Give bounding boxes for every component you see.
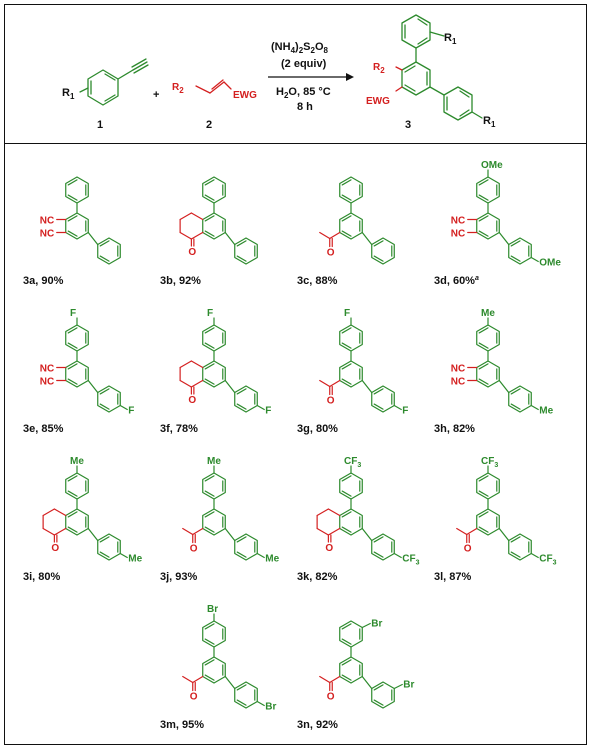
compound-label-3n: 3n, 92% <box>297 719 338 731</box>
acetyl-oxygen: O <box>464 544 472 555</box>
substituent-right-fluoro: F <box>402 406 408 417</box>
reactant-2-label: 2 <box>206 119 212 131</box>
reagent-line-1: (NH4)2S2O8 <box>271 41 329 55</box>
compound-label-3l: 3l, 87% <box>434 571 472 583</box>
substituent-right-trifluoromethyl: CF3 <box>539 554 556 567</box>
reactant-1-label: 1 <box>97 119 103 131</box>
compound-label-3f: 3f, 78% <box>160 423 198 435</box>
compound-label-3m: 3m, 95% <box>160 719 204 731</box>
ketone-oxygen: O <box>325 543 333 554</box>
reactant-1-structure: R1 <box>62 58 149 106</box>
cyano-group-upper: NC <box>40 364 54 375</box>
reactant-2-structure <box>195 79 232 94</box>
substituent-top-methyl: Me <box>70 456 84 467</box>
substituent-right-methyl: Me <box>128 554 142 565</box>
substituent-right-fluoro: F <box>128 406 134 417</box>
substituent-right-fluoro: F <box>265 406 271 417</box>
substituent-right-methoxy: OMe <box>539 258 561 269</box>
cyano-group-lower: NC <box>451 377 465 388</box>
compound-label-3b: 3b, 92% <box>160 275 201 287</box>
compound-label-3g: 3g, 80% <box>297 423 338 435</box>
conditions-line-2: 8 h <box>297 101 313 113</box>
product-r2-label: R2 <box>373 62 385 75</box>
substituent-top-fluoro: F <box>70 308 76 319</box>
product-r1-top-label: R1 <box>444 32 457 46</box>
cyano-group-upper: NC <box>451 216 465 227</box>
substituent-top-fluoro: F <box>207 308 213 319</box>
acetyl-oxygen: O <box>327 248 335 259</box>
compound-label-3a: 3a, 90% <box>23 275 64 287</box>
product-ewg-label: EWG <box>366 96 390 107</box>
substituent-right-bromo: Br <box>403 680 414 691</box>
compound-3c: O 3c, 88% <box>297 176 395 287</box>
substituent-right-methyl: Me <box>539 406 553 417</box>
product-r1-bottom-label: R1 <box>483 115 496 129</box>
substituent-right-methyl: Me <box>265 554 279 565</box>
reactant-1-r1-label: R1 <box>62 87 75 101</box>
substituent-right-bromo: Br <box>265 702 276 713</box>
ketone-oxygen: O <box>188 395 196 406</box>
figure-border <box>4 4 587 745</box>
compound-label-3d: 3d, 60%a <box>434 275 479 287</box>
compound-label-3j: 3j, 93% <box>160 571 198 583</box>
compound-3a: NC NC 3a, 90% <box>23 176 121 287</box>
plus-sign: + <box>153 89 159 101</box>
compound-3g: F F O 3g, 80% <box>297 308 408 435</box>
compound-label-3i: 3i, 80% <box>23 571 61 583</box>
acetyl-oxygen: O <box>327 396 335 407</box>
cyano-group-lower: NC <box>40 229 54 240</box>
product-label: 3 <box>405 119 411 131</box>
reactant-2-r2-label: R2 <box>172 82 184 95</box>
substituent-right-trifluoromethyl: CF3 <box>402 554 419 567</box>
compound-3f: F F O 3f, 78% <box>160 308 271 435</box>
cyano-group-lower: NC <box>451 229 465 240</box>
compound-label-3k: 3k, 82% <box>297 571 338 583</box>
cyano-group-upper: NC <box>40 216 54 227</box>
acetyl-oxygen: O <box>190 544 198 555</box>
ketone-oxygen: O <box>188 247 196 258</box>
substituent-top-methoxy: OMe <box>481 160 503 171</box>
substituent-top-fluoro: F <box>344 308 350 319</box>
substituent-top-bromo: Br <box>207 604 218 615</box>
substituent-top-trifluoromethyl: CF3 <box>481 456 498 469</box>
compound-label-3c: 3c, 88% <box>297 275 338 287</box>
acetyl-oxygen: O <box>327 692 335 703</box>
cyano-group-lower: NC <box>40 377 54 388</box>
reaction-scheme: R1 1 + R2 EWG 2 (NH4)2S2O8 (2 equiv) H2O… <box>62 14 496 131</box>
compound-label-3e: 3e, 85% <box>23 423 64 435</box>
reagent-line-2: (2 equiv) <box>281 58 327 70</box>
ketone-oxygen: O <box>51 543 59 554</box>
compound-3b: O 3b, 92% <box>160 176 258 287</box>
substituent-top-methyl: Me <box>481 308 495 319</box>
conditions-line-1: H2O, 85 °C <box>276 86 331 100</box>
substituent-top-bromo: Br <box>371 619 382 630</box>
reactant-2-ewg-label: EWG <box>233 90 257 101</box>
product-3-structure <box>395 14 483 121</box>
compound-label-3h: 3h, 82% <box>434 423 475 435</box>
compound-3e: F F NC NC 3e, 85% <box>23 308 134 435</box>
cyano-group-upper: NC <box>451 364 465 375</box>
reaction-arrowhead <box>346 73 354 81</box>
substituent-top-methyl: Me <box>207 456 221 467</box>
acetyl-oxygen: O <box>190 692 198 703</box>
substituent-top-trifluoromethyl: CF3 <box>344 456 361 469</box>
